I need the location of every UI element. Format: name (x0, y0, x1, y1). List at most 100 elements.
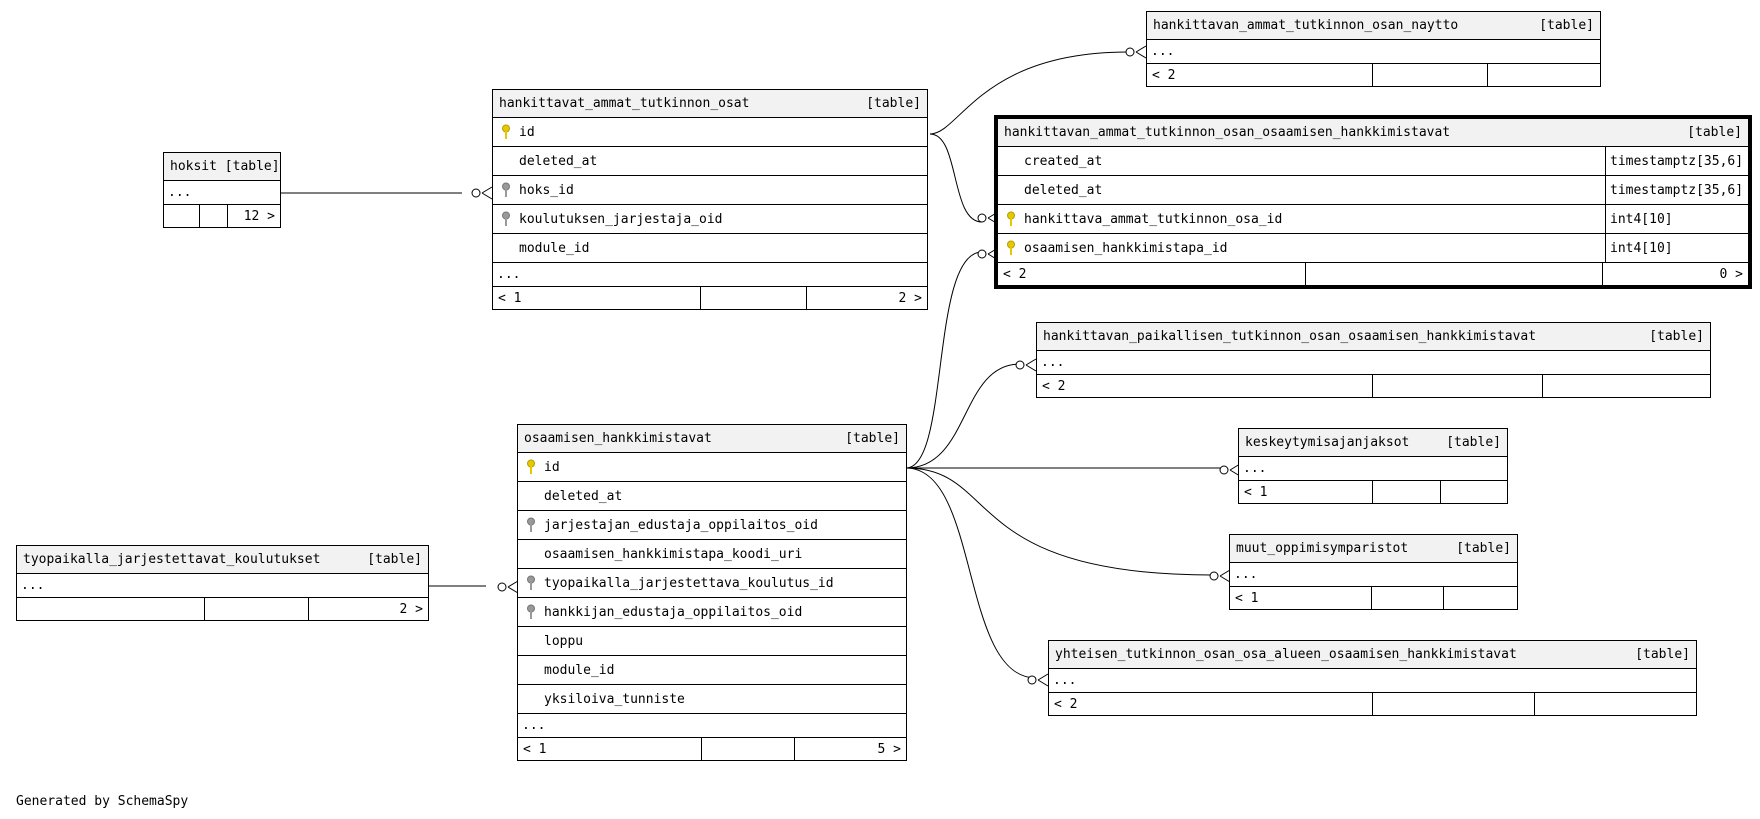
table-name: hankittavan_ammat_tutkinnon_osan_osaamis… (1004, 125, 1451, 140)
column-name: koulutuksen_jarjestaja_oid (519, 211, 723, 227)
column-row: hankittava_ammat_tutkinnon_osa_id int4[10… (998, 205, 1748, 234)
table-muut-oppimisymparistot[interactable]: muut_oppimisymparistot[table] ... < 1 (1229, 534, 1518, 610)
children-count: 12 > (243, 208, 275, 224)
column-row: koulutuksen_jarjestaja_oid (493, 205, 927, 234)
table-tag: [table] (1649, 329, 1704, 344)
table-osaamisen-hankkimistavat[interactable]: osaamisen_hankkimistavat [table] id delet… (517, 424, 907, 761)
table-footer: 12 > (164, 205, 280, 227)
table-footer: < 1 5 > (518, 738, 906, 760)
column-row: osaamisen_hankkimistapa_koodi_uri (518, 540, 906, 569)
table-hankittavan-ammat-tutkinnon-osan-osaamisen-hankkimistavat[interactable]: hankittavan_ammat_tutkinnon_osan_osaamis… (994, 115, 1752, 289)
table-name: hoksit [table] (170, 159, 280, 174)
columns-ellipsis: ... (1230, 563, 1517, 587)
children-count: 5 > (877, 741, 901, 757)
primary-key-icon (1007, 211, 1015, 226)
column-row: loppu (518, 627, 906, 656)
parents-count: < 1 (1239, 481, 1373, 503)
table-hankittavat-ammat-tutkinnon-osat[interactable]: hankittavat_ammat_tutkinnon_osat[table] … (492, 89, 928, 310)
columns-ellipsis: ... (1049, 669, 1696, 693)
table-name: hankittavan_ammat_tutkinnon_osan_naytto (1153, 18, 1459, 33)
column-name: jarjestajan_edustaja_oppilaitos_oid (544, 517, 818, 533)
column-name: deleted_at (1024, 182, 1103, 198)
column-name: deleted_at (519, 153, 598, 169)
parents-count: < 2 (1049, 693, 1373, 715)
table-tyopaikalla-jarjestettavat-koulutukset[interactable]: tyopaikalla_jarjestettavat_koulutukset[t… (16, 545, 429, 621)
column-name: deleted_at (544, 488, 623, 504)
column-name: hankittava_ammat_tutkinnon_osa_id (1024, 211, 1283, 227)
table-name: yhteisen_tutkinnon_osan_osa_alueen_osaam… (1055, 647, 1517, 662)
column-type: int4[10] (1605, 234, 1748, 262)
foreign-key-icon (502, 211, 510, 226)
column-row: deleted_at (518, 482, 906, 511)
column-name: hankkijan_edustaja_oppilaitos_oid (544, 604, 803, 620)
table-keskeytymisajanjaksot[interactable]: keskeytymisajanjaksot[table] ... < 1 (1238, 428, 1508, 504)
column-row: module_id (493, 234, 927, 263)
column-name: osaamisen_hankkimistapa_id (1024, 240, 1228, 256)
table-name: hankittavat_ammat_tutkinnon_osat (499, 96, 750, 111)
table-tag: [table] (1539, 18, 1594, 33)
column-row: deleted_at (493, 147, 927, 176)
column-row: jarjestajan_edustaja_oppilaitos_oid (518, 511, 906, 540)
table-tag: [table] (367, 552, 422, 567)
column-type: timestamptz[35,6] (1605, 176, 1748, 204)
table-yhteisen-tutkinnon-osan-osa-alueen-osaamisen-hankkimistavat[interactable]: yhteisen_tutkinnon_osan_osa_alueen_osaam… (1048, 640, 1697, 716)
columns-ellipsis: ... (164, 181, 280, 205)
table-tag: [table] (1635, 647, 1690, 662)
table-footer: < 1 2 > (493, 287, 927, 309)
table-hankittavan-ammat-tutkinnon-osan-naytto[interactable]: hankittavan_ammat_tutkinnon_osan_naytto [… (1146, 11, 1601, 87)
parents-count: < 2 (1147, 64, 1373, 86)
column-name: module_id (544, 662, 615, 678)
foreign-key-icon (527, 517, 535, 532)
column-row: hoks_id (493, 176, 927, 205)
column-name: osaamisen_hankkimistapa_koodi_uri (544, 546, 803, 562)
table-footer: < 1 (1230, 587, 1517, 609)
column-name: module_id (519, 240, 590, 256)
column-row: id (518, 453, 906, 482)
table-name: muut_oppimisymparistot (1236, 541, 1409, 556)
parents-count: < 1 (493, 287, 701, 309)
children-count: 0 > (1719, 266, 1743, 282)
table-header: hankittavan_paikallisen_tutkinnon_osan_o… (1037, 323, 1710, 351)
table-header: hoksit [table] (164, 153, 280, 181)
table-header: osaamisen_hankkimistavat [table] (518, 425, 906, 453)
column-name: created_at (1024, 153, 1103, 169)
generated-by-label: Generated by SchemaSpy (16, 794, 189, 809)
column-row: osaamisen_hankkimistapa_id int4[10] (998, 234, 1748, 263)
table-name: osaamisen_hankkimistavat (524, 431, 712, 446)
columns-ellipsis: ... (1239, 457, 1507, 481)
table-header: tyopaikalla_jarjestettavat_koulutukset[t… (17, 546, 428, 574)
foreign-key-icon (502, 182, 510, 197)
column-name: hoks_id (519, 182, 574, 198)
table-header: hankittavat_ammat_tutkinnon_osat[table] (493, 90, 927, 118)
column-row: created_at timestamptz[35,6] (998, 147, 1748, 176)
parents-count: < 1 (518, 738, 702, 760)
primary-key-icon (527, 459, 535, 474)
foreign-key-icon (527, 575, 535, 590)
columns-ellipsis: ... (518, 714, 906, 738)
table-footer: < 2 (1037, 375, 1710, 397)
table-footer: < 2 (1049, 693, 1696, 715)
table-hankittavan-paikallisen-tutkinnon-osan-osaamisen-hankkimistavat[interactable]: hankittavan_paikallisen_tutkinnon_osan_o… (1036, 322, 1711, 398)
children-count: 2 > (898, 290, 922, 306)
table-footer: < 2 (1147, 64, 1600, 86)
primary-key-icon (1007, 240, 1015, 255)
foreign-key-icon (527, 604, 535, 619)
table-footer: < 1 (1239, 481, 1507, 503)
column-row: yksiloiva_tunniste (518, 685, 906, 714)
table-tag: [table] (1446, 435, 1501, 450)
column-name: id (519, 124, 535, 140)
table-tag: [table] (1687, 125, 1742, 140)
column-type: timestamptz[35,6] (1605, 147, 1748, 175)
column-row: hankkijan_edustaja_oppilaitos_oid (518, 598, 906, 627)
primary-key-icon (502, 124, 510, 139)
parents-count: < 2 (1037, 375, 1373, 397)
columns-ellipsis: ... (493, 263, 927, 287)
column-type: int4[10] (1605, 205, 1748, 233)
columns-ellipsis: ... (17, 574, 428, 598)
table-name: hankittavan_paikallisen_tutkinnon_osan_o… (1043, 329, 1537, 344)
table-hoksit[interactable]: hoksit [table] ... 12 > (163, 152, 281, 228)
column-row: tyopaikalla_jarjestettava_koulutus_id (518, 569, 906, 598)
table-header: yhteisen_tutkinnon_osan_osa_alueen_osaam… (1049, 641, 1696, 669)
table-tag: [table] (845, 431, 900, 446)
